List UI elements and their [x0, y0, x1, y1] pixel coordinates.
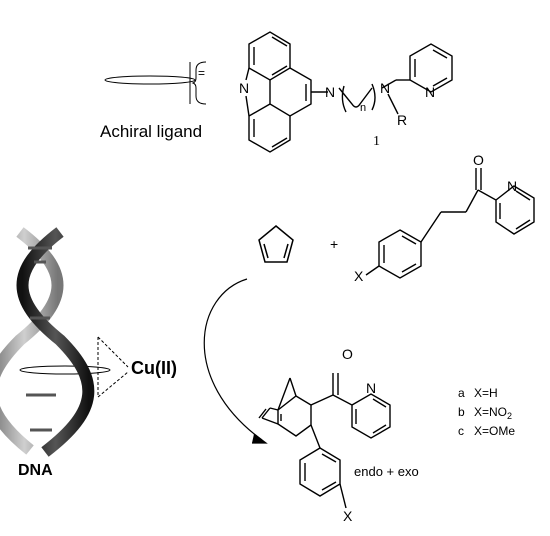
stereo-note: endo + exo [354, 464, 419, 479]
norbornene-product-structure [258, 373, 391, 509]
acridine-ligand-structure [245, 31, 453, 153]
ligand-caption: Achiral ligand [100, 122, 203, 141]
amine-nitrogen-1: N [325, 84, 336, 100]
substrate-x: X [354, 268, 364, 284]
product-oxygen: O [342, 346, 353, 362]
reaction-arrow [203, 278, 268, 444]
amine-nitrogen-2: N [380, 80, 391, 96]
r-group: R [397, 112, 408, 128]
substrate-oxygen: O [473, 152, 484, 168]
catalyst-label: Cu(II) [131, 358, 177, 378]
substrate-pyridine-nitrogen: N [507, 178, 518, 194]
dna-helix [0, 227, 95, 457]
chain-repeat-n: n [360, 102, 367, 114]
plus-sign: + [330, 236, 339, 252]
ketone-substrate-structure [365, 168, 535, 279]
cyclopentadiene-structure [258, 225, 294, 263]
product-x: X [343, 508, 353, 524]
ligand-ellipse [19, 365, 111, 375]
copper-coordination [97, 336, 129, 398]
dna-label: DNA [18, 462, 53, 479]
pyridine-nitrogen: N [425, 84, 436, 100]
ligand-symbol [104, 61, 207, 105]
product-pyridine-nitrogen: N [366, 380, 377, 396]
acridine-nitrogen: N [239, 80, 250, 96]
equals-sign: = [198, 66, 206, 80]
compound-number: 1 [373, 134, 380, 149]
